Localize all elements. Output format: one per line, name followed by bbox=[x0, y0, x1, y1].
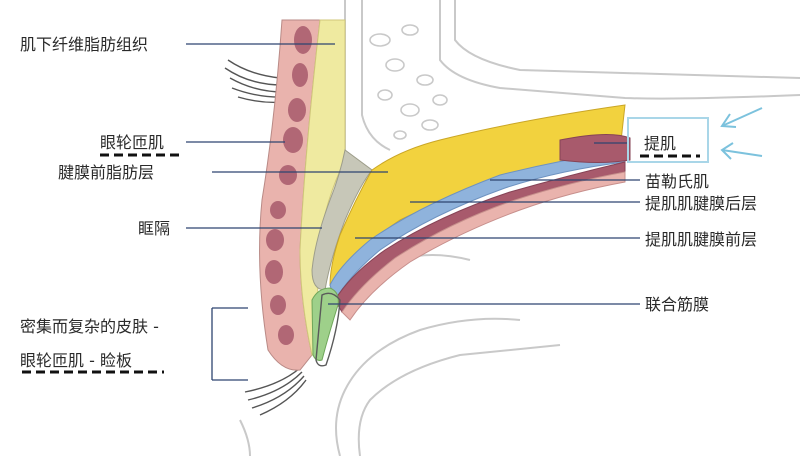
label-levator-posterior: 提肌肌腱膜后层 bbox=[645, 194, 757, 213]
orbital-septum bbox=[311, 149, 373, 291]
label-muller: 苗勒氏肌 bbox=[645, 172, 709, 191]
label-conjoined-fascia: 联合筋膜 bbox=[645, 295, 709, 314]
leader-lines bbox=[186, 43, 640, 381]
levator-muscle-head bbox=[559, 133, 631, 163]
levator-highlight-box bbox=[627, 117, 709, 163]
label-complex-skin-line1: 密集而复杂的皮肤 - bbox=[20, 317, 159, 336]
conjunctiva bbox=[341, 171, 626, 321]
orbicularis-muscle-bundles bbox=[265, 26, 312, 345]
conjoined-fascia bbox=[311, 287, 339, 361]
label-subcutaneous-fibrofatty: 肌下纤维脂肪组织 bbox=[20, 35, 148, 54]
lower-eyelashes bbox=[244, 367, 307, 416]
dashed-underlines bbox=[22, 153, 700, 374]
label-orbicularis: 眼轮匝肌 bbox=[100, 133, 164, 152]
label-levator: 提肌 bbox=[644, 134, 676, 153]
label-levator-anterior: 提肌肌腱膜前层 bbox=[645, 230, 757, 249]
label-preaponeurotic-fat: 腱膜前脂肪层 bbox=[58, 163, 154, 182]
pointing-arrows bbox=[720, 107, 763, 160]
tarsal-plate bbox=[315, 292, 341, 367]
bone-trabeculae bbox=[369, 24, 448, 140]
label-complex-skin-line2: 眼轮匝肌 - 睑板 bbox=[20, 351, 132, 370]
label-orbital-septum: 眶隔 bbox=[138, 219, 170, 238]
